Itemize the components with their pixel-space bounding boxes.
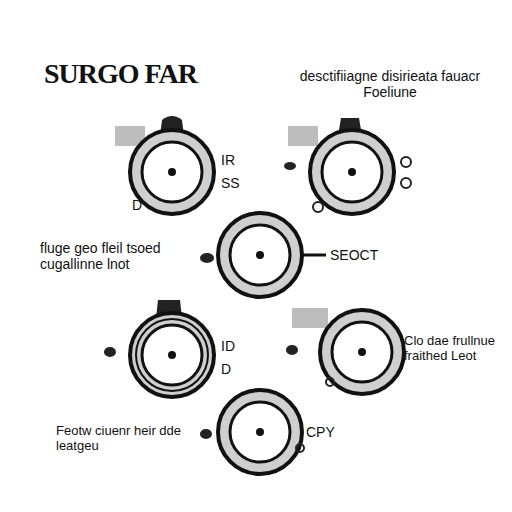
note-text: Clo dae frullnue fraithed Leot bbox=[404, 334, 508, 364]
note-text: Feotw ciuenr heir dde leatgeu bbox=[56, 424, 196, 454]
gauge bbox=[310, 130, 394, 214]
callout-label: SEOCT bbox=[330, 247, 378, 263]
knob-dot bbox=[286, 345, 298, 355]
gauge bbox=[130, 130, 214, 214]
knob-dot bbox=[200, 253, 214, 263]
knob-dot bbox=[284, 162, 296, 170]
knob-dot bbox=[401, 157, 411, 167]
tag-patch bbox=[288, 126, 318, 146]
diagram-title: SURGO FAR bbox=[44, 58, 197, 90]
gauge bbox=[130, 313, 214, 397]
gauge bbox=[218, 213, 302, 297]
knob-dot bbox=[200, 429, 212, 439]
knob-dot bbox=[296, 444, 304, 452]
callout-label: D bbox=[221, 361, 231, 377]
tag-patch bbox=[292, 308, 328, 328]
gauge bbox=[218, 390, 302, 474]
knob-dot bbox=[104, 347, 116, 357]
knob-dot bbox=[326, 378, 334, 386]
knob-dot bbox=[401, 178, 411, 188]
gauge bbox=[320, 310, 404, 394]
callout-label: D bbox=[132, 197, 142, 213]
callout-label: IR bbox=[221, 152, 235, 168]
callout-label: SS bbox=[221, 175, 240, 191]
note-text: fluge geo fleil tsoed cugallinne lnot bbox=[40, 240, 200, 272]
callout-label: CPY bbox=[306, 424, 335, 440]
callout-label: ID bbox=[221, 338, 235, 354]
knob-dot bbox=[313, 202, 323, 212]
note-text: desctifiiagne disirieata fauacr Foeliune bbox=[290, 68, 490, 100]
